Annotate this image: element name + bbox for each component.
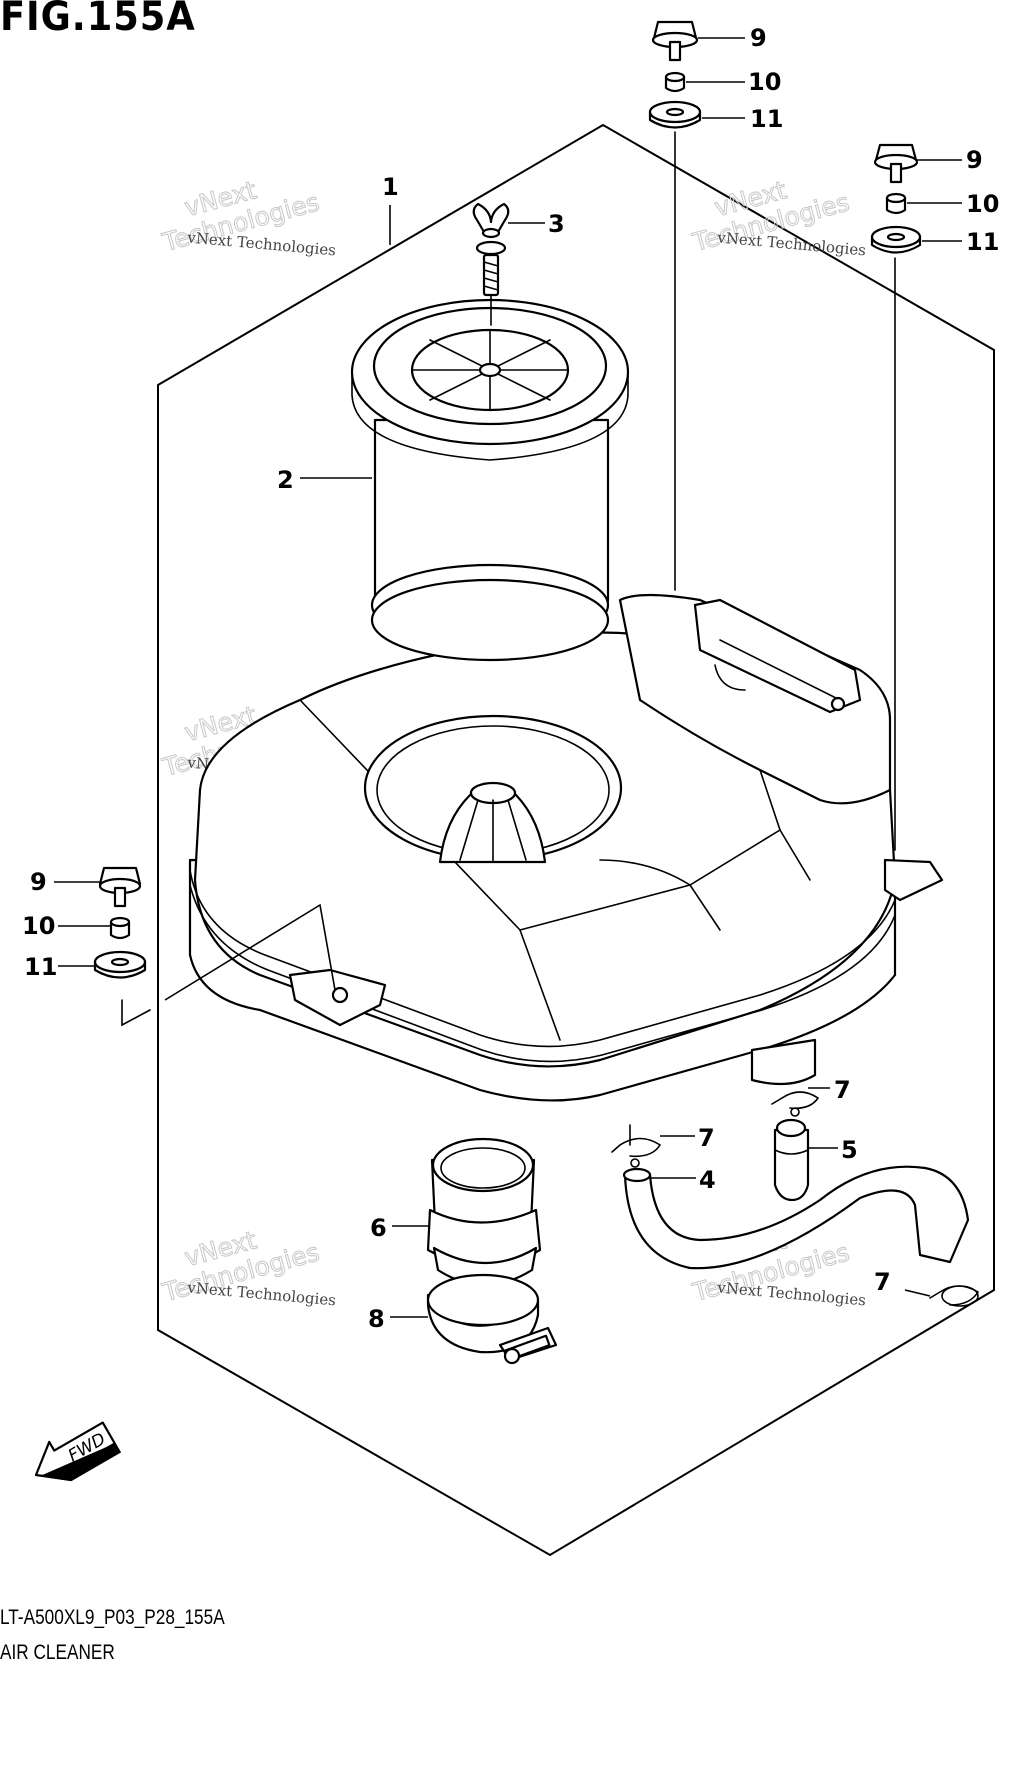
callout-part-2: 2 — [277, 466, 294, 494]
callout-part-9: 9 — [30, 868, 47, 896]
callout-part-10: 10 — [22, 912, 55, 940]
mount-bolt-set-right — [870, 143, 922, 851]
assembly-boundary — [157, 123, 995, 1557]
callout-labels: 1 2 3 4 5 6 7 7 7 8 9 9 9 10 10 10 11 11… — [22, 24, 999, 1333]
watermark-text: vNext Technologies — [186, 1278, 337, 1309]
hose-clamp-lower — [929, 1285, 980, 1307]
watermark-text: vNext Technologies — [186, 228, 337, 259]
callout-part-10: 10 — [966, 190, 999, 218]
figure-title: FIG.155A — [0, 0, 196, 40]
leader-lines — [54, 37, 962, 1318]
callout-part-4: 4 — [699, 1166, 716, 1194]
watermark-bl: vNext Technologies vNext Technologies — [158, 1225, 337, 1310]
drain-plug — [773, 1118, 810, 1202]
callout-part-11: 11 — [24, 953, 57, 981]
mount-bolt-set-left — [93, 866, 336, 1027]
callout-part-11: 11 — [750, 105, 783, 133]
watermark-text: vNext Technologies — [716, 1278, 867, 1309]
air-cleaner-case — [188, 593, 944, 1102]
callout-part-1: 1 — [382, 173, 399, 201]
callout-part-10: 10 — [748, 68, 781, 96]
callout-part-7: 7 — [834, 1076, 851, 1104]
callout-part-11: 11 — [966, 228, 999, 256]
callout-part-7: 7 — [698, 1124, 715, 1152]
callout-part-9: 9 — [966, 146, 983, 174]
callout-part-9: 9 — [750, 24, 767, 52]
section-name: AIR CLEANER — [0, 1641, 115, 1664]
callout-part-5: 5 — [841, 1136, 858, 1164]
callout-part-3: 3 — [548, 210, 565, 238]
hose-clamp-upper — [771, 1091, 820, 1117]
hose-clamp-middle — [611, 1124, 662, 1168]
fwd-direction-arrow: FWD — [34, 1421, 122, 1482]
watermark-tr: vNext Technologies vNext Technologies — [688, 175, 866, 260]
callout-part-6: 6 — [370, 1214, 387, 1242]
mount-bolt-set-top — [648, 20, 702, 591]
callout-part-8: 8 — [368, 1305, 385, 1333]
callout-part-7: 7 — [874, 1268, 891, 1296]
boot-band-clamp — [426, 1273, 558, 1365]
intake-boot — [426, 1137, 542, 1286]
watermark-tl: vNext Technologies vNext Technologies — [158, 175, 337, 260]
wing-bolt — [472, 202, 510, 326]
model-code: LT-A500XL9_P03_P28_155A — [0, 1606, 225, 1629]
air-cleaner-element — [350, 298, 630, 662]
drain-hose — [622, 1165, 970, 1270]
